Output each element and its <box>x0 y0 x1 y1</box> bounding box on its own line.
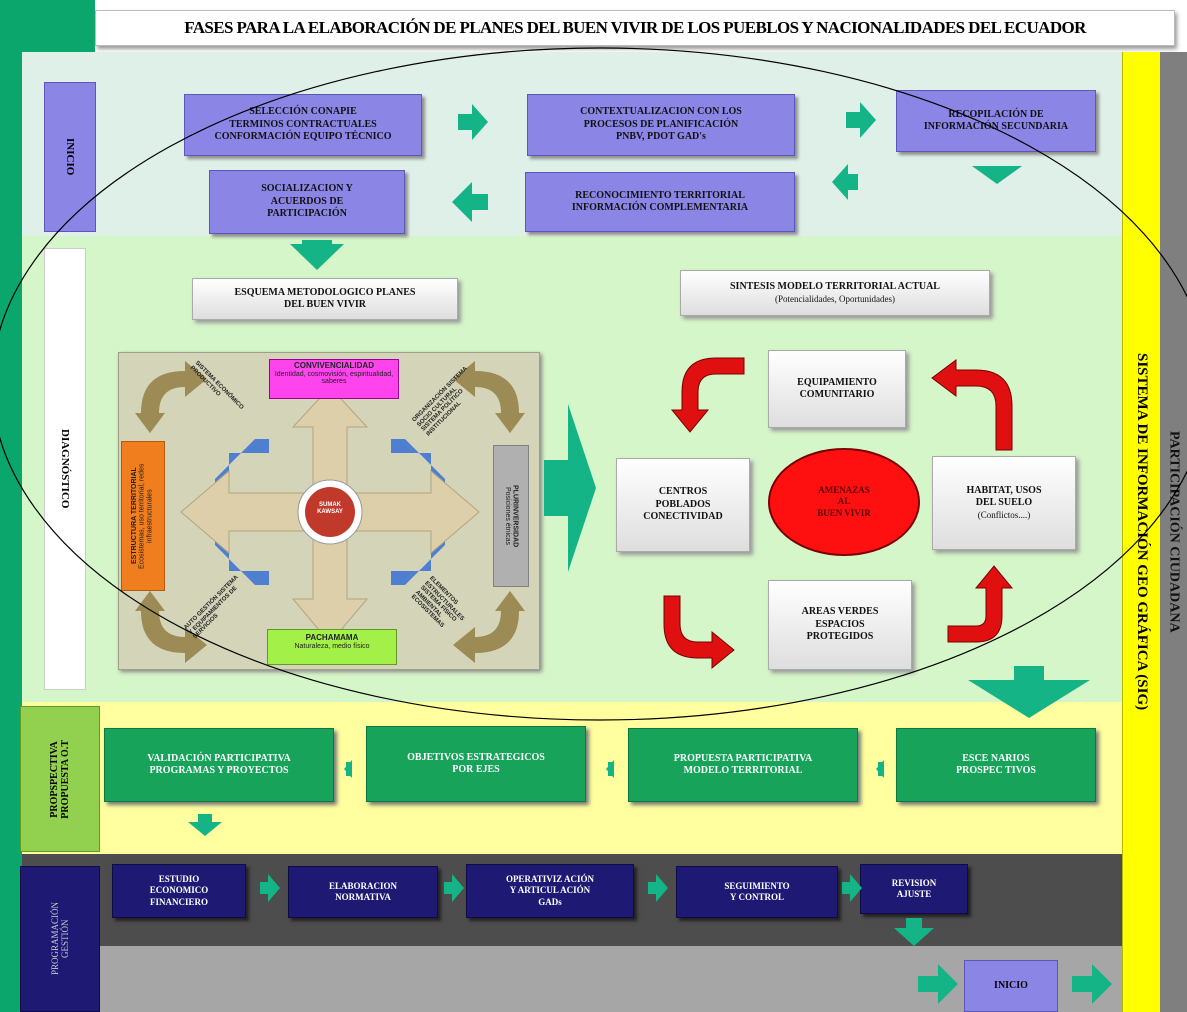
box-inicio-final: INICIO <box>964 960 1058 1012</box>
page-title: FASES PARA LA ELABORACIÓN DE PLANES DEL … <box>95 10 1175 46</box>
box-sintesis: SINTESIS MODELO TERRITORIAL ACTUAL (Pote… <box>680 270 990 316</box>
box-validacion: VALIDACIÓN PARTICIPATIVA PROGRAMAS Y PRO… <box>104 728 334 802</box>
box-seleccion-conapie: SELECCIÓN CONAPIE TERMINOS CONTRACTUALES… <box>184 94 422 156</box>
scheme-center-label: SUMAK KAWSAY <box>317 502 343 515</box>
scheme-pachamama: PACHAMAMA Naturaleza, medio físico <box>267 629 397 665</box>
box-escenarios: ESCE NARIOS PROSPEC TIVOS <box>896 728 1096 802</box>
box-elaboracion-normativa: ELABORACION NORMATIVA <box>288 866 438 918</box>
box-esquema-metodologico: ESQUEMA METODOLOGICO PLANES DEL BUEN VIV… <box>192 278 458 320</box>
band-bottom <box>22 946 1122 1012</box>
box-recopilacion: RECOPILACIÓN DE INFORMACIÓN SECUNDARIA <box>896 90 1096 152</box>
phase-diagnostico: DIAGNÓSTICO <box>44 248 86 690</box>
box-reconocimiento: RECONOCIMIENTO TERRITORIAL INFORMACIÓN C… <box>525 172 795 232</box>
scheme-convivencialidad: CONVIVENCIALIDAD Identidad, cosmovisión,… <box>269 359 399 399</box>
box-centros-poblados: CENTROS POBLADOS CONECTIVIDAD <box>616 458 750 552</box>
box-propuesta: PROPUESTA PARTICIPATIVA MODELO TERRITORI… <box>628 728 858 802</box>
box-habitat: HABITAT, USOS DEL SUELO (Conflictos....) <box>932 456 1076 550</box>
participacion-label: PARTICIPACIÓN CIUDADANA <box>1166 431 1182 633</box>
participacion-bar: PARTICIPACIÓN CIUDADANA <box>1160 52 1187 1012</box>
box-operativizacion: OPERATIVIZ ACIÓN Y ARTICUL ACIÓN GADs <box>466 864 634 918</box>
top-left-frame <box>0 0 95 52</box>
phase-inicio: INICIO <box>44 82 96 232</box>
box-objetivos: OBJETIVOS ESTRATEGICOS POR EJES <box>366 726 586 802</box>
amenazas-buen-vivir: AMENAZAS AL BUEN VIVIR <box>768 448 920 556</box>
box-estudio-economico: ESTUDIO ECONOMICO FINANCIERO <box>112 864 246 918</box>
box-areas-verdes: AREAS VERDES ESPACIOS PROTEGIDOS <box>768 580 912 670</box>
sig-label: SISTEMA DE INFORMACIÓN GEO GRÁFICA (SIG) <box>1134 353 1150 711</box>
box-seguimiento: SEGUIMIENTO Y CONTROL <box>676 866 838 918</box>
box-socializacion: SOCIALIZACION Y ACUERDOS DE PARTICIPACIÓ… <box>209 170 405 234</box>
esquema-sumak-kawsay: SUMAK KAWSAY CONVIVENCIALIDAD Identidad,… <box>118 352 540 670</box>
box-equipamiento: EQUIPAMIENTO COMUNITARIO <box>768 350 906 428</box>
box-contextualizacion: CONTEXTUALIZACION CON LOS PROCESOS DE PL… <box>527 94 795 156</box>
sig-bar: SISTEMA DE INFORMACIÓN GEO GRÁFICA (SIG) <box>1122 52 1160 1012</box>
box-revision-ajuste: REVISION AJUSTE <box>860 864 968 914</box>
left-frame <box>0 0 22 1012</box>
